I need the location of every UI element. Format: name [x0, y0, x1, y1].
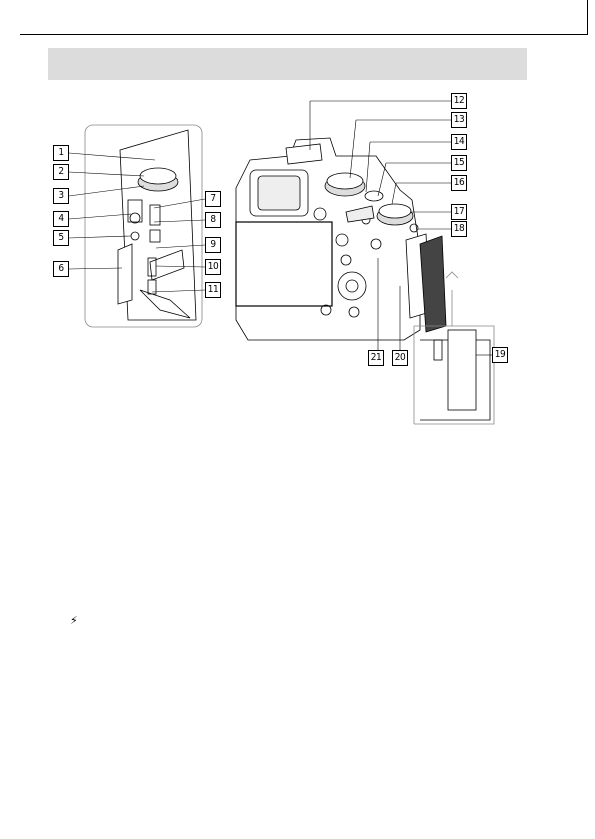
page-corner-rule: [0, 0, 595, 36]
callout-10: 10: [205, 259, 221, 275]
callout-8: 8: [205, 212, 221, 228]
callout-16: 16: [451, 175, 467, 191]
callout-11: 11: [205, 282, 221, 298]
callout-3: 3: [53, 188, 69, 204]
flash-icon: ⚡: [70, 614, 80, 628]
callout-6: 6: [53, 261, 69, 277]
callout-4: 4: [53, 211, 69, 227]
corner-rule-horizontal: [20, 34, 587, 35]
callout-14: 14: [451, 134, 467, 150]
callout-21: 21: [368, 350, 384, 366]
callout-2: 2: [53, 164, 69, 180]
camera-parts-figure: 1 2 3 4 5 6 7 8 9 10 11 12 13 14 15 16 1…: [0, 88, 595, 438]
camera-back-view: [236, 138, 446, 340]
callout-20: 20: [392, 350, 408, 366]
side-view-panel: [85, 125, 202, 327]
callout-17: 17: [451, 204, 467, 220]
callout-1: 1: [53, 145, 69, 161]
callout-9: 9: [205, 237, 221, 253]
section-heading-band: [48, 48, 527, 80]
callout-12: 12: [451, 93, 467, 109]
callout-19: 19: [492, 347, 508, 363]
callout-18: 18: [451, 221, 467, 237]
callout-7: 7: [205, 191, 221, 207]
callout-13: 13: [451, 112, 467, 128]
camera-illustration: [0, 88, 595, 438]
callout-5: 5: [53, 230, 69, 246]
corner-rule-vertical: [587, 0, 588, 35]
callout-15: 15: [451, 155, 467, 171]
